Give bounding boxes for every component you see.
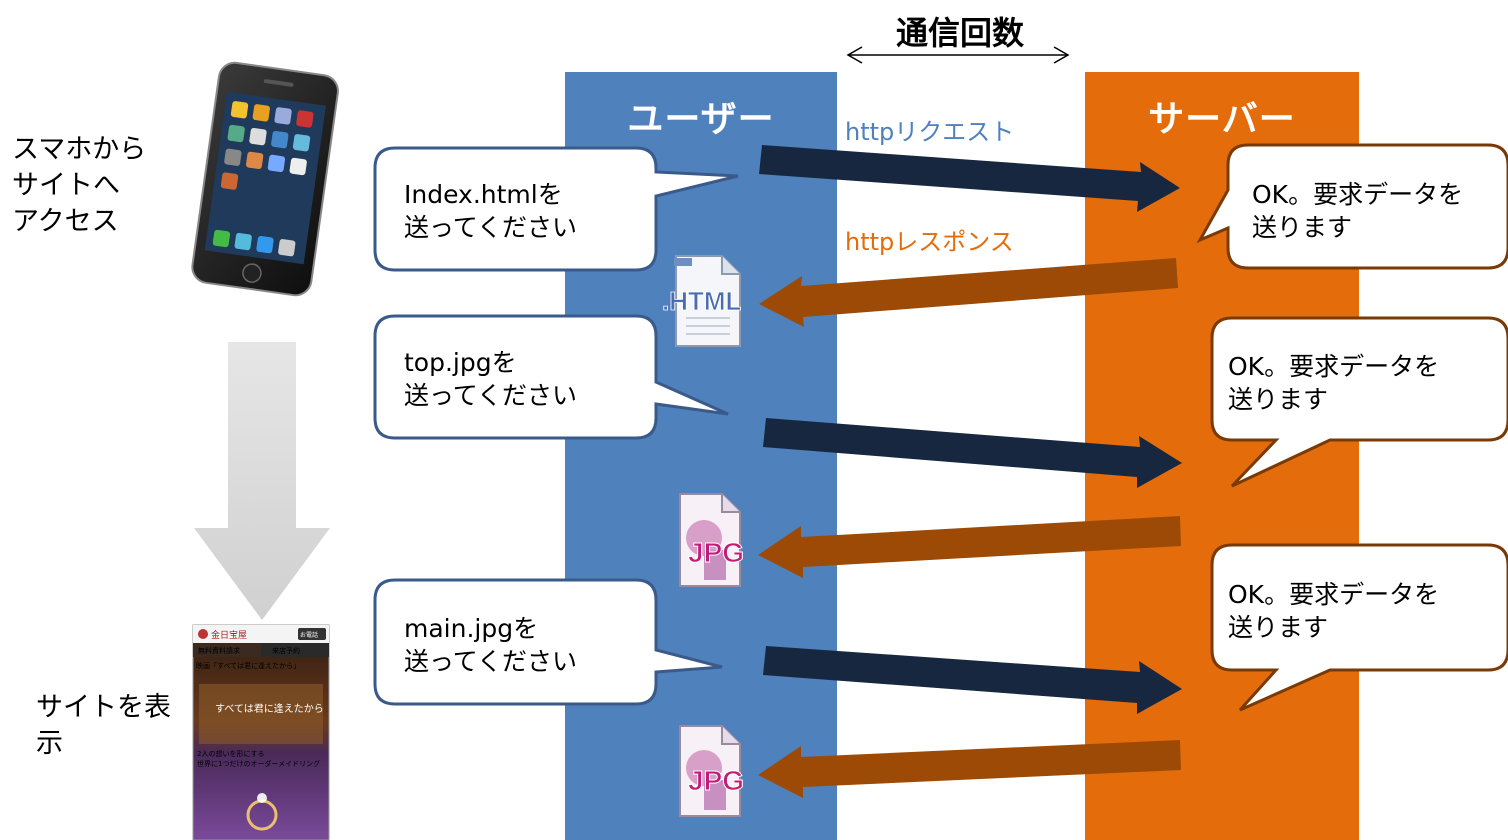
reply-line1-1: OK。要求データを xyxy=(1252,180,1464,209)
request-text-2: top.jpgを 送ってください xyxy=(404,346,577,412)
smartphone-icon xyxy=(191,61,339,297)
display-label-line-1: サイトを表 xyxy=(36,692,171,723)
request-text-1: Index.htmlを 送ってください xyxy=(404,178,577,244)
request-file-3: main.jpgを xyxy=(404,614,539,643)
response-arrow-1 xyxy=(759,258,1178,327)
response-arrow-2 xyxy=(758,516,1181,578)
site-brand: 金日宝屋 xyxy=(211,629,247,641)
request-bubble-3 xyxy=(373,578,723,706)
reply-bubble-3 xyxy=(1210,543,1508,712)
access-label: スマホから サイトへ アクセス xyxy=(12,132,146,240)
reply-line1-2: OK。要求データを xyxy=(1228,352,1440,381)
access-label-line-2: サイトへ xyxy=(12,170,120,201)
site-nav-left: 無料資料請求 xyxy=(198,646,240,655)
reply-bubble-1 xyxy=(1196,143,1508,270)
reply-text-3: OK。要求データを 送ります xyxy=(1228,578,1439,644)
reply-line2-3: 送ります xyxy=(1228,613,1329,642)
site-nav-right: 来店予約 xyxy=(272,646,300,655)
jpg-file-icon: JPG xyxy=(679,493,745,587)
reply-text-1: OK。要求データを 送ります xyxy=(1252,178,1463,244)
jpg-file-label-2: JPG xyxy=(688,765,744,796)
reply-line1-3: OK。要求データを xyxy=(1228,580,1440,609)
request-ask-2: 送ってください xyxy=(404,381,578,410)
request-arrows xyxy=(759,145,1182,714)
reply-line2-2: 送ります xyxy=(1228,385,1329,414)
double-arrow-icon xyxy=(846,46,1070,64)
access-label-line-1: スマホから xyxy=(12,134,147,165)
site-headline: 映画「すべては君に逢えたから」 xyxy=(196,661,300,670)
request-file-2: top.jpgを xyxy=(404,348,517,377)
user-column-title: ユーザー xyxy=(627,99,775,140)
server-column-title: サーバー xyxy=(1148,99,1296,140)
down-arrow-icon xyxy=(194,342,330,620)
html-file-label: .HTML xyxy=(662,286,742,316)
request-bubble-2 xyxy=(373,314,729,440)
website-screenshot: 金日宝屋 お電話 無料資料請求 来店予約 映画「すべては君に逢えたから」 すべて… xyxy=(192,624,330,840)
reply-bubble-2 xyxy=(1210,316,1508,488)
request-bubble-1 xyxy=(373,146,739,272)
request-file-1: Index.htmlを xyxy=(404,180,563,209)
request-arrow-2 xyxy=(763,418,1182,488)
html-file-icon: .HTML xyxy=(662,255,742,347)
request-ask-1: 送ってください xyxy=(404,213,578,242)
reply-line2-1: 送ります xyxy=(1252,213,1353,242)
request-arrow-1 xyxy=(759,145,1180,212)
request-bubbles xyxy=(373,146,739,706)
response-arrow-3 xyxy=(758,740,1181,798)
display-label-line-2: 示 xyxy=(36,728,63,759)
communication-count-title: 通信回数 xyxy=(895,14,1024,52)
display-label: サイトを表 示 xyxy=(36,690,171,762)
request-ask-3: 送ってください xyxy=(404,647,578,676)
http-request-label: httpリクエスト xyxy=(845,118,1015,146)
site-tagline-1: 2人の想いを形にする xyxy=(197,749,265,758)
site-call-button: お電話 xyxy=(300,631,318,639)
jpg-file-icon: JPG xyxy=(679,725,745,817)
response-arrows xyxy=(758,258,1181,798)
site-hero: すべては君に逢えたから xyxy=(215,703,324,715)
http-response-label: httpレスポンス xyxy=(845,228,1014,256)
request-text-3: main.jpgを 送ってください xyxy=(404,612,577,678)
reply-bubbles xyxy=(1196,143,1508,712)
jpg-file-label-1: JPG xyxy=(688,537,744,568)
site-tagline-2: 世界に1つだけのオーダーメイドリング xyxy=(197,759,320,768)
access-label-line-3: アクセス xyxy=(12,206,119,237)
request-arrow-3 xyxy=(763,646,1182,714)
reply-text-2: OK。要求データを 送ります xyxy=(1228,350,1439,416)
